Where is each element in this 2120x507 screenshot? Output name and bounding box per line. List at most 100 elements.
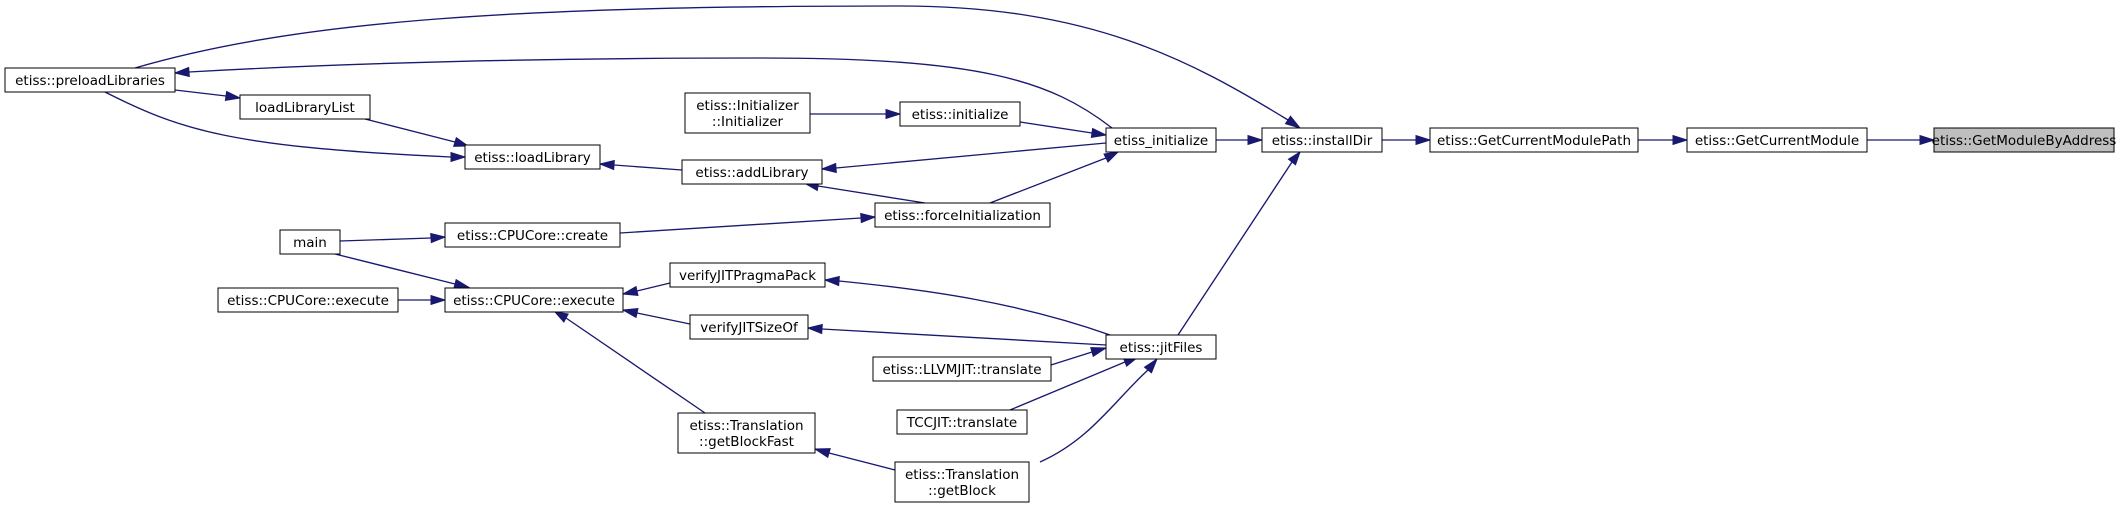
arrowhead-icon [813, 448, 831, 459]
arrowhead-icon [1090, 347, 1108, 358]
arrowhead-icon [1415, 134, 1432, 146]
node-verifyJITSizeOf[interactable]: verifyJITSizeOf [689, 314, 809, 340]
node-initializerCtor[interactable]: etiss::Initializer::Initializer [684, 92, 811, 134]
edge-verifyJITPragmaPack-to-cpuCoreExecute [621, 282, 671, 296]
node-box[interactable] [1261, 127, 1383, 153]
node-box[interactable] [464, 144, 601, 170]
node-box[interactable] [681, 159, 823, 185]
node-llvmjitTranslate[interactable]: etiss::LLVMJIT::translate [872, 356, 1052, 382]
edge-line [134, 5, 1289, 121]
node-loadLibraryList[interactable]: loadLibraryList [239, 94, 371, 120]
arrowhead-icon [452, 136, 470, 147]
node-box[interactable] [689, 314, 809, 340]
edge-line [174, 89, 227, 97]
edge-verifyJITSizeOf-to-cpuCoreExecute [621, 308, 691, 325]
edge-installDir-to-getCurrentModulePath [1382, 134, 1432, 146]
node-label: ::getBlock [928, 483, 996, 499]
node-label: TCCJIT::translate [906, 415, 1017, 431]
edge-getCurrentModulePath-to-getCurrentModule [1638, 134, 1689, 146]
node-box[interactable] [279, 229, 341, 255]
node-cpuCoreExecuteStatic[interactable]: etiss::CPUCore::execute [217, 287, 399, 313]
edge-line [821, 328, 1107, 346]
node-box[interactable] [899, 101, 1021, 127]
arrowhead-icon [823, 275, 840, 287]
node-cpuCoreCreate[interactable]: etiss::CPUCore::create [444, 222, 621, 248]
node-box[interactable] [444, 287, 624, 313]
node-label: etiss::CPUCore::execute [453, 293, 615, 309]
arrowhead-icon [173, 66, 190, 78]
arrowhead-icon [450, 151, 467, 163]
node-label: etiss::Translation [905, 467, 1019, 483]
node-getBlock[interactable]: etiss::Translation::getBlock [894, 461, 1030, 503]
call-graph-edges [104, 5, 1936, 471]
arrowhead-icon [430, 294, 447, 306]
node-box[interactable] [896, 409, 1028, 435]
node-verifyJITPragmaPack[interactable]: verifyJITPragmaPack [669, 262, 826, 288]
node-initialize[interactable]: etiss::initialize [899, 101, 1021, 127]
arrowhead-icon [621, 308, 639, 319]
node-box [1933, 127, 2115, 153]
node-cpuCoreExecute[interactable]: etiss::CPUCore::execute [444, 287, 624, 313]
node-etissInitialize[interactable]: etiss_initialize [1105, 127, 1217, 153]
edge-etissInitialize-to-preloadLibraries [173, 57, 1113, 129]
node-box[interactable] [872, 356, 1052, 382]
arrowhead-icon [1672, 134, 1689, 146]
arrowhead-icon [621, 285, 639, 296]
node-getCurrentModulePath[interactable]: etiss::GetCurrentModulePath [1429, 127, 1639, 153]
node-installDir[interactable]: etiss::installDir [1261, 127, 1383, 153]
node-label: etiss::CPUCore::create [457, 228, 608, 244]
edge-line [838, 280, 1111, 336]
edge-line [1039, 369, 1149, 463]
node-box[interactable] [444, 222, 621, 248]
node-box[interactable] [4, 67, 176, 93]
edge-etissInitialize-to-installDir [1216, 134, 1264, 146]
node-label: etiss::GetModuleByAddress [1932, 133, 2117, 149]
node-box[interactable] [874, 202, 1051, 228]
edge-line [1177, 161, 1293, 336]
edge-line [1019, 121, 1093, 134]
node-box[interactable] [217, 287, 399, 313]
node-label: main [293, 235, 327, 251]
node-box[interactable] [894, 461, 1030, 503]
edge-line [1050, 351, 1093, 366]
node-label: etiss::Translation [689, 418, 803, 434]
node-label: ::Initializer [712, 114, 784, 130]
edge-main-to-cpuCoreCreate [339, 232, 447, 244]
node-tccjitTranslate[interactable]: TCCJIT::translate [896, 409, 1028, 435]
node-box[interactable] [1105, 334, 1217, 360]
node-main[interactable]: main [279, 229, 341, 255]
arrowhead-icon [1143, 357, 1159, 374]
node-label: etiss::jitFiles [1120, 340, 1203, 356]
arrowhead-icon [430, 232, 447, 244]
edge-line [188, 57, 1113, 129]
edge-getCurrentModule-to-getModuleByAddress [1867, 134, 1936, 146]
edge-getBlock-to-jitFiles [1039, 357, 1159, 463]
node-box[interactable] [1105, 127, 1217, 153]
arrowhead-icon [453, 278, 472, 289]
edge-jitFiles-to-verifyJITSizeOf [806, 323, 1107, 346]
node-label: ::getBlockFast [699, 434, 794, 450]
node-box[interactable] [669, 262, 826, 288]
node-getBlockFast[interactable]: etiss::Translation::getBlockFast [677, 412, 816, 454]
node-box[interactable] [1429, 127, 1639, 153]
node-label: etiss::forceInitialization [884, 208, 1041, 224]
edge-jitFiles-to-verifyJITPragmaPack [823, 275, 1111, 336]
node-label: etiss_initialize [1114, 133, 1208, 149]
node-getModuleByAddress: etiss::GetModuleByAddress [1932, 127, 2117, 153]
edge-addLibrary-to-loadLibrary [598, 159, 683, 171]
node-addLibrary[interactable]: etiss::addLibrary [681, 159, 823, 185]
node-forceInitialization[interactable]: etiss::forceInitialization [874, 202, 1051, 228]
node-box[interactable] [677, 412, 816, 454]
arrowhead-icon [860, 212, 877, 224]
node-jitFiles[interactable]: etiss::jitFiles [1105, 334, 1217, 360]
edge-line [636, 312, 691, 325]
node-box[interactable] [1686, 127, 1868, 153]
node-box[interactable] [239, 94, 371, 120]
edge-preloadLibraries-to-loadLibrary [104, 91, 467, 163]
node-loadLibrary[interactable]: etiss::loadLibrary [464, 144, 601, 170]
node-preloadLibraries[interactable]: etiss::preloadLibraries [4, 67, 176, 93]
node-label: verifyJITSizeOf [700, 320, 799, 336]
node-getCurrentModule[interactable]: etiss::GetCurrentModule [1686, 127, 1868, 153]
edge-cpuCoreCreate-to-forceInitialization [619, 212, 877, 234]
node-box[interactable] [684, 92, 811, 134]
